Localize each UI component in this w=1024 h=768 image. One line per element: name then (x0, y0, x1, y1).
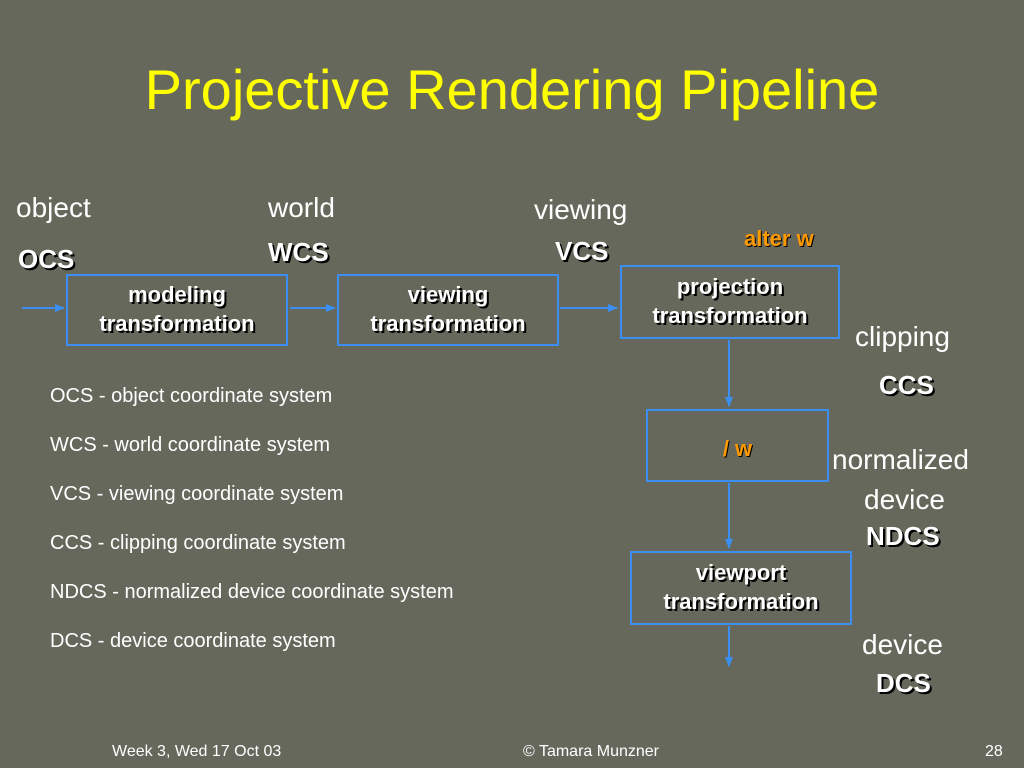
alter-w-annotation: alter w (744, 226, 814, 251)
viewing-label: viewing (534, 194, 628, 225)
projection-transformation-box: projection transformation (620, 265, 840, 339)
viewing-box-line1: viewing (407, 282, 489, 308)
ccs-acronym: CCS (879, 370, 934, 400)
modeling-box-line1: modeling (128, 282, 226, 308)
dcs-acronym: DCS (876, 668, 931, 698)
projection-box-line1: projection (676, 274, 784, 300)
legend-item-dcs: DCS - device coordinate system (50, 630, 336, 652)
divide-by-w-box: / w (646, 409, 829, 482)
modeling-box-line2: transformation (99, 311, 255, 336)
legend-item-ocs: OCS - object coordinate system (50, 385, 333, 407)
clipping-label: clipping (855, 321, 950, 352)
footer-copyright: © Tamara Munzner (523, 743, 659, 760)
device-label: device (862, 629, 943, 660)
viewport-transformation-box: viewport transformation (630, 551, 852, 625)
slide-title: Projective Rendering Pipeline (144, 58, 880, 121)
divide-by-w-label: / w (722, 436, 753, 461)
viewing-transformation-box: viewing transformation (337, 274, 559, 346)
viewing-box-line2: transformation (370, 311, 526, 336)
object-label: object (16, 192, 91, 223)
footer-page-number: 28 (985, 743, 1003, 760)
footer-date: Week 3, Wed 17 Oct 03 (112, 743, 282, 760)
legend-item-ccs: CCS - clipping coordinate system (50, 532, 346, 554)
legend-item-wcs: WCS - world coordinate system (50, 434, 331, 456)
legend-item-vcs: VCS - viewing coordinate system (50, 483, 344, 505)
viewport-box-line2: transformation (663, 589, 819, 614)
projection-box-line2: transformation (652, 303, 808, 328)
legend-item-ndcs: NDCS - normalized device coordinate syst… (50, 581, 454, 603)
wcs-acronym: WCS (268, 237, 329, 267)
device-label-ndcs: device (864, 484, 945, 515)
ndcs-acronym: NDCS (866, 521, 940, 551)
normalized-label: normalized (832, 444, 969, 475)
modeling-transformation-box: modeling transformation (66, 274, 288, 346)
world-label: world (268, 192, 335, 223)
viewport-box-line1: viewport (695, 560, 787, 586)
vcs-acronym: VCS (555, 236, 609, 266)
ocs-acronym: OCS (18, 244, 75, 274)
